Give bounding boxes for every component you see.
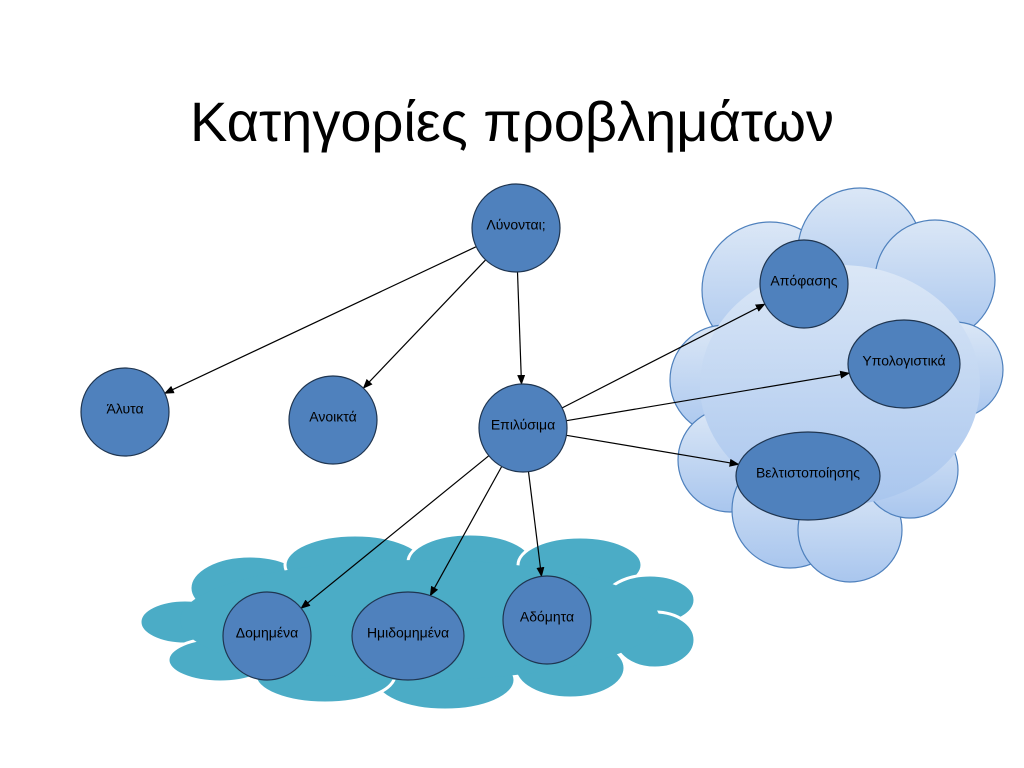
node-solvable: Επιλύσιμα bbox=[478, 383, 568, 473]
node-label-unstructured: Αδόμητα bbox=[520, 609, 574, 625]
node-shape-unstructured bbox=[502, 575, 592, 665]
node-unsolvable: Άλυτα bbox=[80, 367, 170, 457]
edge-solvable-to-semi-structured bbox=[429, 466, 503, 597]
node-semi-structured: Ημιδομημένα bbox=[351, 591, 465, 681]
edge-root-to-open bbox=[362, 259, 487, 389]
edge-solvable-to-computational bbox=[566, 370, 851, 422]
node-label-solvable: Επιλύσιμα bbox=[491, 417, 555, 433]
edge-solvable-to-structured bbox=[300, 455, 490, 609]
node-structured: Δομημένα bbox=[222, 591, 312, 681]
node-unstructured: Αδόμητα bbox=[502, 575, 592, 665]
node-label-decision: Απόφασης bbox=[770, 273, 837, 289]
node-shape-optimization bbox=[735, 431, 881, 521]
node-root: Λύνονται; bbox=[471, 183, 561, 273]
edge-root-to-unsolvable bbox=[163, 246, 477, 394]
node-computational: Υπολογιστικά bbox=[847, 319, 961, 409]
edge-solvable-to-unstructured bbox=[527, 471, 545, 578]
node-label-structured: Δομημένα bbox=[236, 625, 298, 641]
node-shape-computational bbox=[847, 319, 961, 409]
edge-solvable-to-decision bbox=[561, 303, 766, 409]
node-shape-root bbox=[471, 183, 561, 273]
edges bbox=[163, 246, 851, 609]
node-shape-open bbox=[288, 375, 378, 465]
node-label-optimization: Βελτιστοποίησης bbox=[756, 465, 860, 481]
node-label-open: Ανοικτά bbox=[309, 409, 356, 425]
node-label-semi-structured: Ημιδομημένα bbox=[367, 625, 449, 641]
node-label-computational: Υπολογιστικά bbox=[862, 353, 945, 369]
node-label-unsolvable: Άλυτα bbox=[106, 401, 143, 417]
edge-solvable-to-optimization bbox=[566, 434, 740, 467]
edge-root-to-solvable bbox=[516, 271, 526, 385]
node-open: Ανοικτά bbox=[288, 375, 378, 465]
node-shape-structured bbox=[222, 591, 312, 681]
node-shape-decision bbox=[759, 239, 849, 329]
node-optimization: Βελτιστοποίησης bbox=[735, 431, 881, 521]
node-shape-unsolvable bbox=[80, 367, 170, 457]
node-decision: Απόφασης bbox=[759, 239, 849, 329]
node-shape-solvable bbox=[478, 383, 568, 473]
node-label-root: Λύνονται; bbox=[486, 217, 545, 233]
node-shape-semi-structured bbox=[351, 591, 465, 681]
slide-title: Κατηγορίες προβλημάτων bbox=[190, 90, 834, 153]
